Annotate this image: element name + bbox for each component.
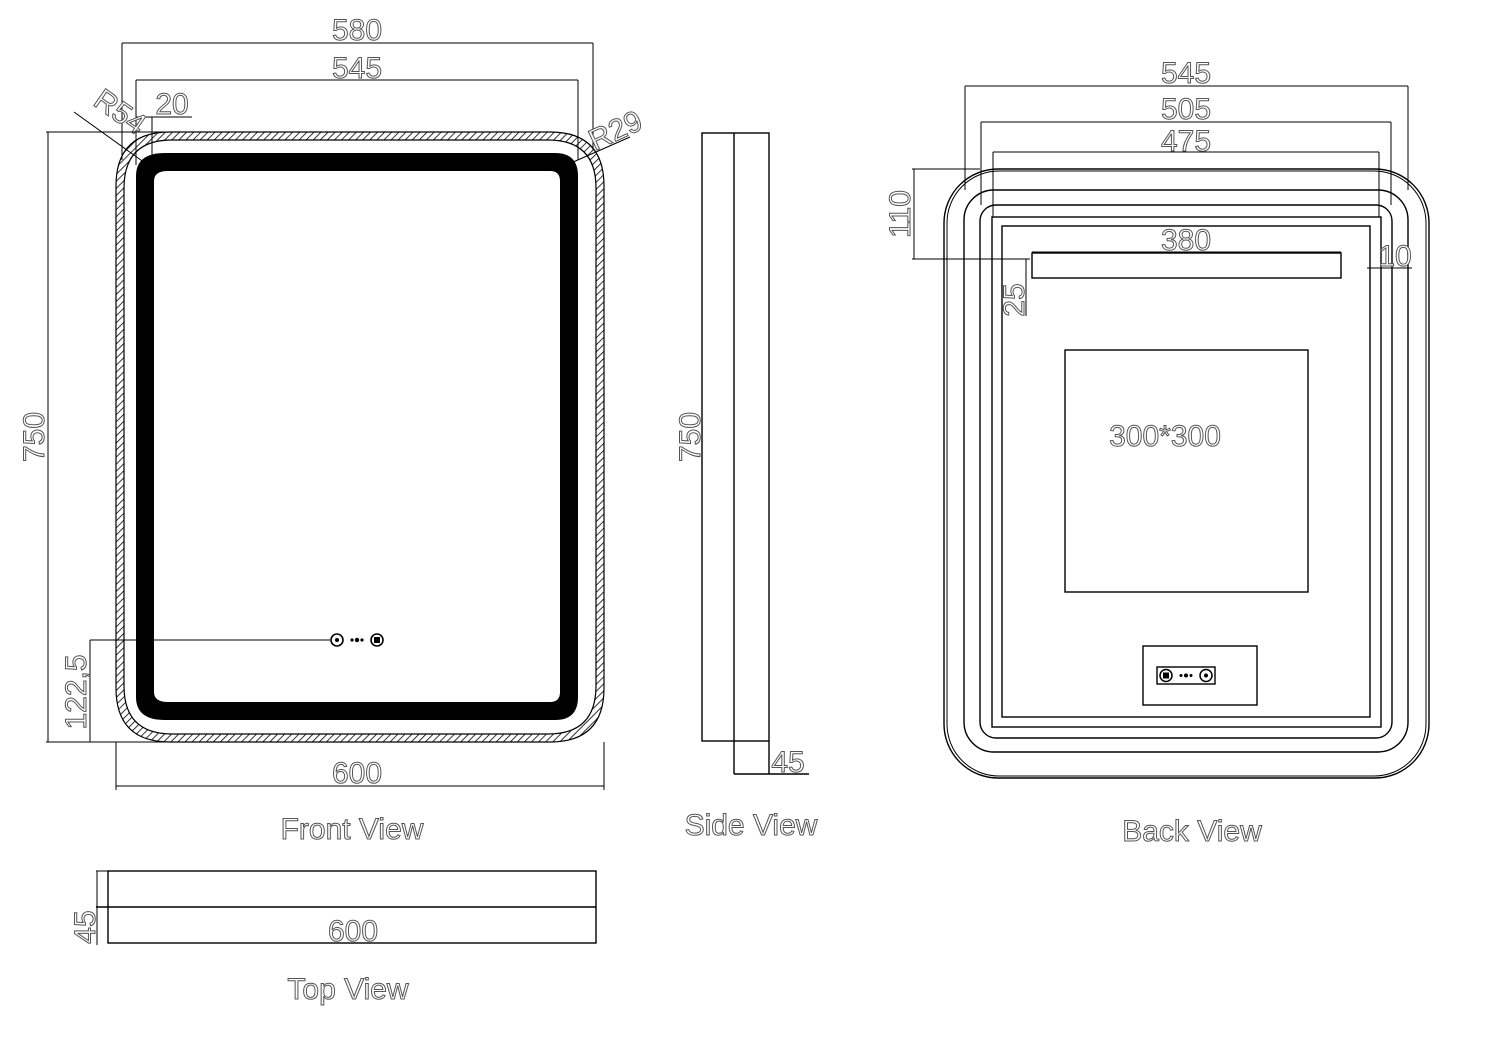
front-dim-radius-outer: R54 [88,83,152,142]
control-box [1142,645,1258,706]
back-dim-top-offset: 110 [884,190,917,238]
back-dim-strip-length: 380 [1161,224,1211,257]
front-frame [115,131,605,743]
led-strip [1031,252,1342,279]
back-dim-width-mid: 505 [1161,93,1211,126]
back-view: 545 505 475 110 380 25 10 300*300 [884,57,1430,849]
front-view-title: Front View [281,813,424,846]
side-dim-depth: 45 [771,746,804,779]
top-view: 45 600 Top View [69,870,597,1007]
front-dim-inset: 20 [155,88,188,121]
front-dim-overall-width: 600 [332,757,382,790]
front-dim-outer-width: 580 [332,14,382,47]
side-view: 750 45 Side View [674,132,818,843]
led-band [136,153,578,720]
top-view-title: Top View [287,973,409,1006]
back-touch-controls [1159,668,1213,683]
back-dim-box-size: 300*300 [1109,420,1221,453]
front-dim-height: 750 [18,412,51,462]
back-view-title: Back View [1122,815,1262,848]
back-dim-strip-height: 25 [998,283,1031,316]
side-dim-height: 750 [674,412,707,462]
back-dim-width-inner: 475 [1161,125,1211,158]
side-view-title: Side View [685,809,818,842]
front-dim-control-offset: 122,5 [60,654,93,729]
top-dim-depth: 45 [69,910,102,943]
dots-icon [350,637,364,643]
back-dim-width-outer: 545 [1161,57,1211,90]
top-dim-width: 600 [328,915,378,948]
front-touch-controls [330,633,384,647]
mounting-box [1064,349,1309,593]
dots-icon [1179,673,1193,678]
front-view: 580 545 20 R54 R29 750 122,5 [18,14,649,847]
front-dim-inner-width: 545 [332,52,382,85]
back-dim-side-offset: 10 [1378,240,1411,273]
